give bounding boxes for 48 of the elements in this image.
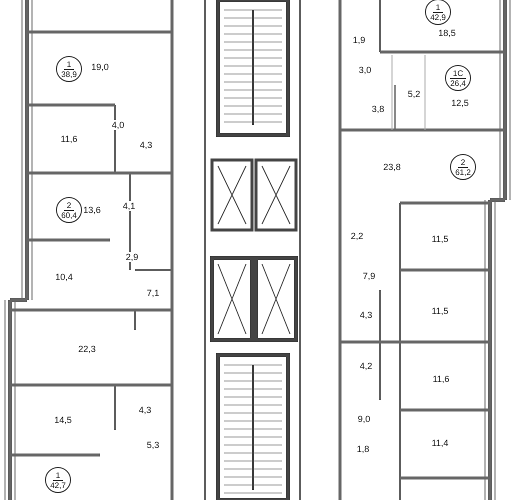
room-count: 1 (64, 60, 74, 70)
room-area: 23,8 (382, 162, 402, 172)
apartment-area: 42,7 (50, 480, 66, 490)
room-area: 7,1 (146, 288, 160, 298)
apartment-badge (425, 0, 451, 25)
room-area: 1,8 (356, 444, 370, 454)
room-area: 5,2 (406, 89, 422, 99)
room-count: 2 (458, 158, 468, 168)
room-count: 1 (432, 2, 444, 12)
apartment-area: 60,4 (61, 210, 77, 220)
room-count: 2 (64, 200, 74, 210)
room-count: 1 (52, 470, 64, 480)
room-area: 10,4 (54, 272, 74, 282)
apartment-area: 26,4 (450, 78, 466, 88)
room-area: 12,5 (450, 98, 470, 108)
apartment-badge (56, 197, 82, 223)
room-area: 2,9 (124, 252, 140, 262)
room-count: 1С (450, 68, 466, 78)
room-area: 11,5 (430, 234, 450, 244)
room-area: 3,0 (358, 65, 372, 75)
room-area: 19,0 (90, 62, 110, 72)
apartment-badge (56, 56, 82, 82)
room-area: 4,3 (138, 405, 152, 415)
room-area: 11,6 (60, 134, 78, 144)
room-area: 11,5 (430, 306, 450, 316)
room-area: 4,3 (138, 140, 154, 150)
apartment-area: 42,9 (430, 12, 446, 22)
room-area: 11,6 (432, 374, 450, 384)
room-area: 4,1 (122, 201, 136, 211)
apartment-badge (45, 467, 71, 493)
room-area: 4,0 (110, 120, 126, 130)
room-area: 1,9 (352, 35, 366, 45)
room-area: 14,5 (53, 415, 73, 425)
room-area: 4,3 (358, 310, 374, 320)
room-area: 9,0 (356, 414, 372, 424)
apartment-area: 38,9 (61, 70, 77, 78)
room-area: 4,2 (358, 361, 374, 371)
room-area: 11,4 (430, 438, 450, 448)
room-area: 22,3 (77, 344, 97, 354)
room-area: 18,5 (437, 28, 457, 38)
room-area: 2,2 (350, 231, 364, 241)
room-area: 7,9 (362, 271, 376, 281)
apartment-badge (450, 154, 476, 180)
room-area: 13,6 (82, 205, 102, 215)
room-area: 3,8 (370, 104, 386, 114)
apartment-area: 61,2 (455, 168, 471, 176)
apartment-badge (445, 65, 471, 91)
room-area: 5,3 (146, 440, 160, 450)
